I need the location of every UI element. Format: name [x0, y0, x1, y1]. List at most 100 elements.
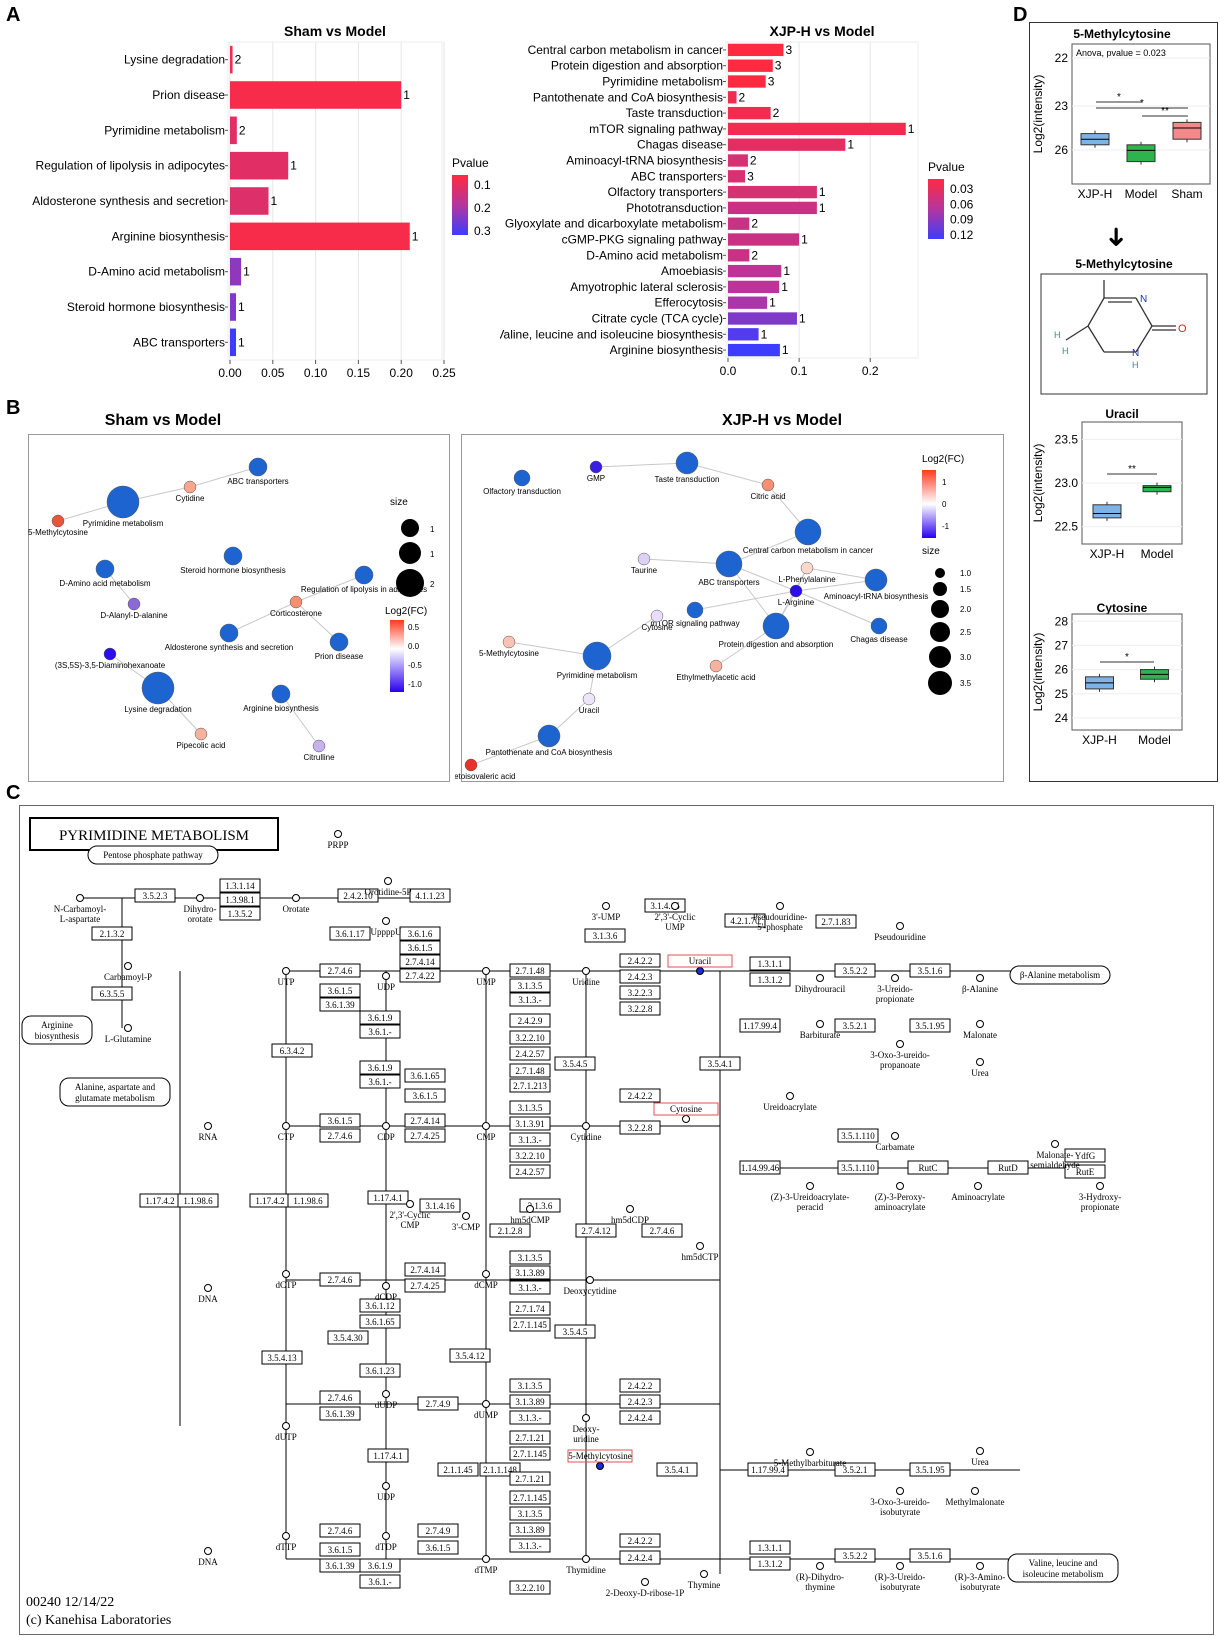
kegg-enzyme-label: 2.4.2.2: [628, 1536, 653, 1546]
kegg-compound-label: Cytidine: [571, 1132, 602, 1142]
kegg-compound-label: Barbiturate: [800, 1030, 840, 1040]
y-tick-label: 22.5: [1055, 520, 1079, 534]
panel-letter-d: D: [1013, 4, 1028, 26]
kegg-enzyme-label: 1.1.98.6: [183, 1196, 213, 1206]
kegg-enzyme-label: 2.7.4.9: [426, 1399, 451, 1409]
legend-tick-label: 0.09: [950, 213, 974, 227]
kegg-enzyme-box: [509, 1148, 551, 1163]
network-node-label: Pyrimidine metabolism: [83, 519, 164, 528]
bar: [230, 116, 237, 145]
kegg-enzyme-label: 2.1.3.2: [100, 929, 125, 939]
kegg-enzyme-box: [509, 1410, 551, 1425]
kegg-enzyme-box: [177, 1193, 219, 1208]
legend-title: Pvalue: [928, 160, 965, 174]
kegg-compound-label: Pseudouridine-: [753, 912, 808, 922]
bar-count-label: 2: [235, 53, 242, 67]
kegg-enzyme-label: 3.5.2.2: [843, 966, 868, 976]
kegg-compound-node: [976, 1447, 984, 1455]
bar-count-label: 2: [739, 90, 746, 104]
kegg-enzyme-label: 3.6.1.-: [368, 1577, 391, 1587]
kegg-compound-node: [282, 1122, 290, 1130]
network-node: [194, 727, 208, 741]
x-tick-label: Model: [1141, 547, 1174, 561]
network-right-frame: [461, 434, 1004, 782]
bar: [230, 328, 236, 357]
category-label: Phototransduction: [626, 201, 723, 215]
network-node-label: D-Amino acid metabolism: [59, 579, 150, 588]
kegg-enzyme-label: 3.1.3.6: [593, 931, 618, 941]
kegg-enzyme-box: [359, 1298, 401, 1313]
sig-marker: *: [1125, 652, 1129, 663]
kegg-enzyme-box: [134, 888, 176, 903]
kegg-enzyme-label: 3.6.1.5: [413, 1091, 438, 1101]
structure-bond: [1087, 325, 1105, 353]
kegg-compound-node: [406, 1200, 414, 1208]
kegg-enzyme-box: [409, 888, 451, 903]
kegg-compound-label: Uracil: [689, 956, 712, 966]
kegg-enzyme-label: 3.6.1.65: [410, 1071, 440, 1081]
bar: [728, 312, 797, 325]
kegg-compound-node: [382, 1482, 390, 1490]
network-node: [219, 623, 239, 643]
kegg-enzyme-label: 3.6.1.23: [365, 1366, 395, 1376]
bar-count-label: 1: [412, 229, 419, 243]
kegg-compound-node: [896, 1487, 904, 1495]
kegg-compound-label: dCTP: [275, 1280, 296, 1290]
kegg-enzyme-label: 2.7.4.6: [328, 1393, 353, 1403]
kegg-enzyme-label: 2.7.1.213: [513, 1081, 547, 1091]
network-node: [709, 659, 723, 673]
kegg-enzyme-label: 3.5.2.1: [843, 1021, 868, 1031]
kegg-compound-label: Carbamoyl-P: [104, 972, 152, 982]
kegg-enzyme-box: [319, 1390, 361, 1405]
atom-label: H: [1132, 360, 1139, 370]
kegg-compound-label: dUMP: [474, 1410, 498, 1420]
kegg-enzyme-label: 3.6.1.39: [325, 1561, 355, 1571]
kegg-enzyme-box: [509, 1471, 551, 1486]
kegg-enzyme-box: [834, 1548, 876, 1563]
kegg-enzyme-label: 2.1.1.45: [443, 1465, 473, 1475]
kegg-enzyme-label: 2.4.2.4: [628, 1413, 653, 1423]
kegg-enzyme-box: [749, 956, 791, 971]
y-tick-label: 28: [1055, 614, 1069, 628]
kegg-compound-node: [671, 902, 679, 910]
legend-size-title: size: [390, 497, 408, 508]
kegg-enzyme-box: [417, 1540, 459, 1555]
kegg-compound-label: thymine: [805, 1582, 835, 1592]
category-label: Chagas disease: [637, 138, 723, 152]
kegg-enzyme-label: RutC: [918, 1163, 937, 1173]
kegg-enzyme-box: [619, 1410, 661, 1425]
kegg-compound-label: orotate: [188, 914, 213, 924]
boxplot-annotation: Anova, pvalue = 0.023: [1076, 48, 1166, 58]
kegg-compound-label: Urea: [971, 1457, 989, 1467]
kegg-enzyme-box: [271, 1043, 313, 1058]
boxplot-title: Cytosine: [1097, 601, 1148, 615]
kegg-enzyme-label: 2.7.1.48: [515, 966, 545, 976]
legend-fc-bar: [922, 470, 936, 538]
category-label: ABC transporters: [133, 335, 225, 349]
kegg-compound-label: dTDP: [375, 1542, 397, 1552]
kegg-compound-label: Dihydrouracil: [795, 984, 846, 994]
kegg-enzyme-box: [399, 968, 441, 983]
panel-letter-b: B: [6, 397, 21, 419]
kegg-compound-node: [382, 972, 390, 980]
kegg-compound-label: Ureidoacrylate: [763, 1102, 816, 1112]
box: [1172, 121, 1202, 140]
network-node-label: L-Arginine: [778, 598, 815, 607]
kegg-compound-label: Thymidine: [566, 1565, 606, 1575]
network-edge: [228, 601, 297, 634]
kegg-map-label: β-Alanine metabolism: [1020, 970, 1100, 980]
network-node: [329, 632, 349, 652]
bar: [230, 222, 410, 251]
kegg-enzyme-box: [437, 1462, 479, 1477]
kegg-compound-node: [582, 1555, 590, 1563]
kegg-compound-label: 3'-UMP: [592, 912, 621, 922]
bar-count-label: 1: [761, 327, 768, 341]
kegg-enzyme-label: 3.1.3.5: [518, 981, 543, 991]
kegg-enzyme-box: [319, 1406, 361, 1421]
kegg-enzyme-label: 2.4.2.57: [515, 1167, 545, 1177]
kegg-enzyme-box: [327, 1330, 369, 1345]
kegg-compound-node: [382, 1532, 390, 1540]
network-node-label: 5-Methylcytosine: [479, 649, 540, 658]
category-label: Amoebiasis: [661, 264, 723, 278]
kegg-enzyme-box: [1064, 1164, 1106, 1179]
